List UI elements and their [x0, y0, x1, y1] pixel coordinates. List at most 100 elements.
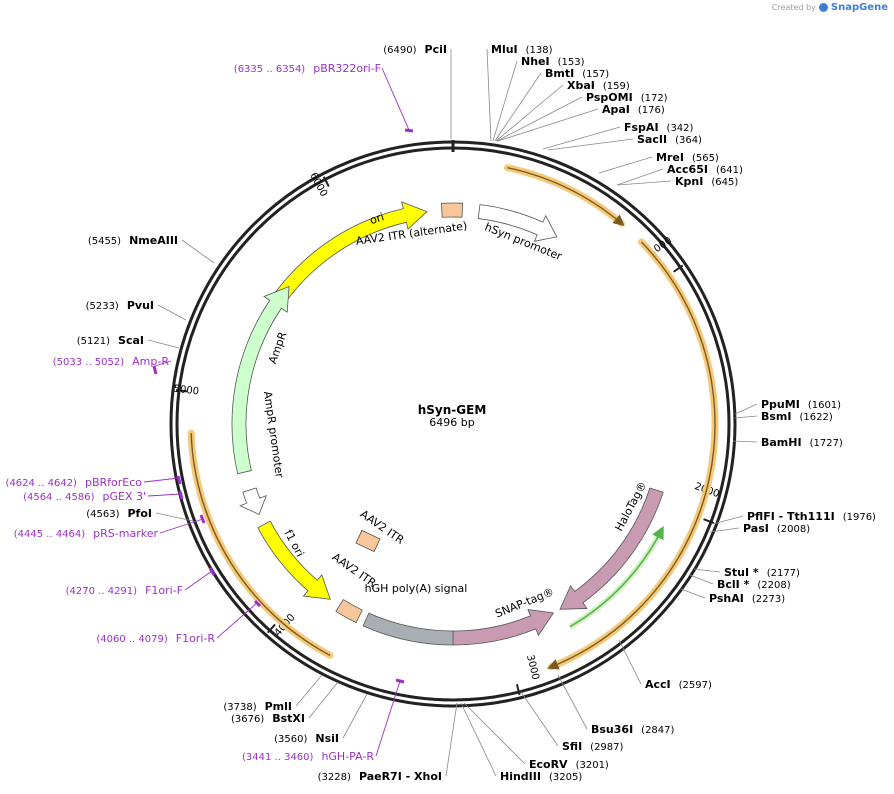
site-name: SfiI [562, 740, 582, 753]
primer-mark [176, 475, 182, 485]
site-name: PasI [743, 522, 769, 535]
primer-leader-line [184, 570, 213, 591]
site-position: (176) [638, 105, 665, 116]
site-leader-line [689, 574, 714, 585]
primer-name: hGH-PA-R [321, 750, 374, 763]
primer-label: (4445 .. 4464)pRS-marker [14, 527, 159, 540]
primer-mark [253, 599, 262, 608]
primer-label: (3441 .. 3460) hGH-PA-R [242, 750, 374, 763]
feature-label-ori: ori [368, 210, 386, 227]
site-label: (5121)ScaI [77, 334, 144, 347]
f1ori-arrow [257, 520, 331, 600]
site-label: (6490)PciI [383, 43, 447, 56]
site-label: Acc65I(641) [667, 163, 743, 176]
orf-arcs [187, 164, 719, 671]
orf-top [507, 167, 625, 226]
site-position: (1727) [810, 438, 843, 449]
site-label: (3738)PmlI [223, 700, 292, 713]
primer-name: pBRforEco [85, 476, 142, 489]
site-name: PspOMI [586, 91, 633, 104]
primer-label: (4564 .. 4586) pGEX 3' [23, 490, 146, 503]
credit-brand: SnapGene [830, 2, 888, 13]
site-name: NmeAIII [129, 234, 178, 247]
site-leader-line [520, 691, 559, 747]
site-label: (4563)PfoI [86, 507, 152, 520]
map-name: hSyn-GEM [418, 403, 487, 417]
site-leader-line [712, 515, 744, 525]
site-position: (5233) [86, 301, 119, 312]
primer-mark [152, 365, 158, 375]
primer-label: (4270 .. 4291)F1ori-F [66, 584, 183, 597]
site-position: (5121) [77, 336, 110, 347]
site-label: FspAI(342) [624, 121, 694, 134]
site-name: MluI [491, 43, 518, 56]
site-label: KpnI(645) [675, 175, 738, 188]
primer-position: (4564 .. 4586) [23, 492, 95, 503]
site-label: PpuMI(1601) [761, 398, 841, 411]
site-position: (2847) [641, 725, 674, 736]
primer-label: (4624 .. 4642)pBRforEco [6, 476, 143, 489]
orf-right [547, 241, 716, 670]
primer-label: (4060 .. 4079)F1ori-R [96, 632, 215, 645]
site-leader-line [157, 304, 187, 321]
site-name: PaeR7I - XhoI [359, 770, 442, 783]
primer-name: F1ori-R [176, 632, 216, 645]
primer-mark [178, 490, 184, 500]
site-name: EcoRV [529, 758, 568, 771]
primer-leader-line [381, 67, 410, 131]
site-leader-line [494, 72, 542, 142]
site-name: BstXI [272, 712, 305, 725]
site-position: (159) [603, 81, 630, 92]
site-leader-line [342, 693, 368, 739]
site-leader-line [460, 702, 497, 777]
site-leader-line [557, 674, 588, 730]
site-leader-line [734, 403, 758, 415]
site-label: PasI (2008) [743, 522, 810, 535]
primer-name: F1ori-F [145, 584, 183, 597]
site-label: (5455) NmeAIII [88, 234, 178, 247]
site-position: (1976) [843, 512, 876, 523]
site-name: SacII [637, 133, 667, 146]
site-position: (2008) [777, 524, 810, 535]
hsyn-promoter-arrow [477, 204, 558, 242]
itr-alternate-box [441, 202, 464, 218]
site-position: (3560) [274, 734, 307, 745]
primer-leader-line [216, 602, 258, 639]
site-label: EcoRV(3201) [529, 758, 609, 771]
site-position: (3228) [318, 772, 351, 783]
primer-name: Amp-R [132, 355, 169, 368]
site-position: (2208) [757, 580, 790, 591]
tick-mark [703, 518, 715, 525]
primer-name: pGEX 3' [102, 490, 146, 503]
site-position: (1601) [808, 400, 841, 411]
site-position: (1622) [800, 412, 833, 423]
site-position: (364) [675, 135, 702, 146]
site-label: AccI(2597) [645, 678, 712, 691]
snaptag-arrow [452, 608, 555, 646]
site-name: FspAI [624, 121, 659, 134]
site-leader-line [492, 60, 518, 142]
feature-label-ampr: AmpR [266, 330, 290, 366]
site-name: StuI * [724, 566, 759, 579]
site-position: (5455) [88, 236, 121, 247]
site-leader-line [542, 126, 621, 150]
site-label: BclI *(2208) [717, 578, 791, 591]
site-label: (3676)BstXI [231, 712, 305, 725]
site-leader-line [181, 239, 215, 264]
site-label: (5233)PvuI [86, 299, 154, 312]
site-leader-line [147, 339, 180, 349]
site-label: MreI(565) [656, 151, 719, 164]
primer-leader-line [154, 360, 172, 367]
site-position: (3738) [223, 702, 256, 713]
site-label: SfiI(2987) [562, 740, 624, 753]
site-leader-line [680, 588, 706, 599]
primer-position: (3441 .. 3460) [242, 752, 314, 763]
site-leader-line [734, 415, 758, 419]
hgh-polya-box [362, 612, 454, 646]
site-name: Bsu36I [591, 723, 633, 736]
primer-position: (6335 .. 6354) [234, 64, 306, 75]
site-label: BamHI(1727) [761, 436, 843, 449]
site-position: (157) [582, 69, 609, 80]
site-leader-line [732, 440, 758, 443]
